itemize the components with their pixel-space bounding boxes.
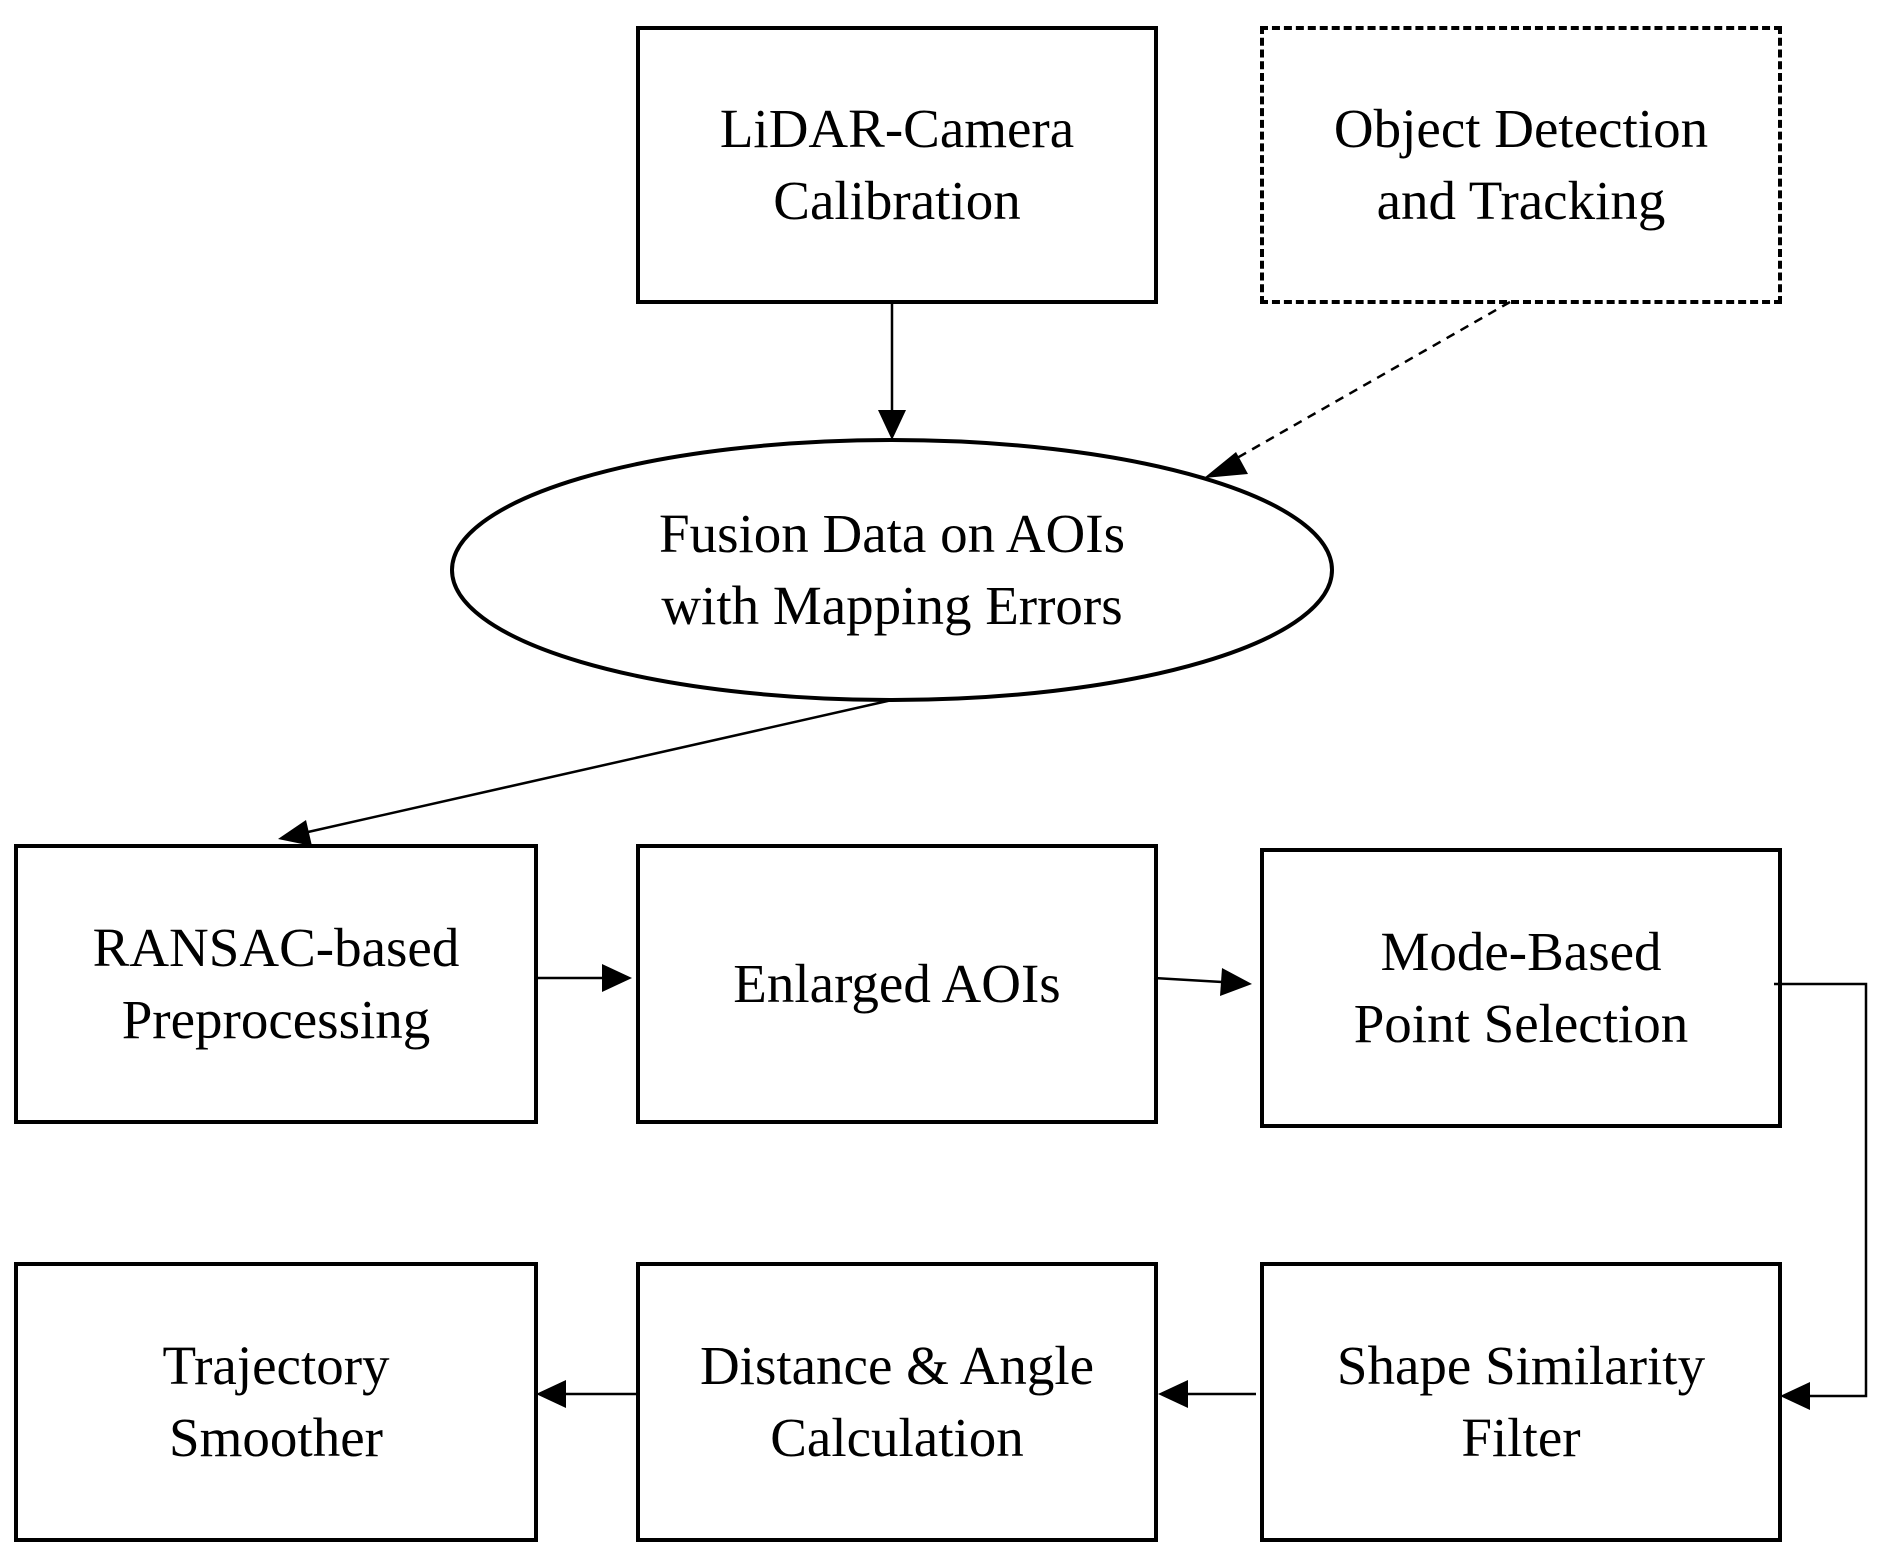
node-enlarged-line1: Enlarged AOIs — [733, 953, 1061, 1014]
arrow-mode-to-shape — [1774, 982, 1868, 1398]
node-calibration-line2: Calibration — [773, 170, 1021, 231]
node-mode-line2: Point Selection — [1353, 993, 1689, 1054]
arrowhead-ransac-to-enlarged — [602, 964, 632, 992]
arrowhead-calibration-to-fusion — [878, 410, 906, 440]
arrow-fusion-to-ransac — [307, 698, 893, 834]
node-calibration-line1: LiDAR-Camera — [719, 98, 1075, 159]
node-detection-line2: and Tracking — [1376, 170, 1666, 231]
node-ransac-preprocessing: RANSAC-based Preprocessing — [14, 844, 538, 1124]
node-shape-line2: Filter — [1461, 1407, 1581, 1468]
node-trajectory-line1: Trajectory — [162, 1335, 390, 1396]
node-distance-line1: Distance & Angle — [699, 1335, 1095, 1396]
node-trajectory-smoother: Trajectory Smoother — [14, 1262, 538, 1542]
arrowhead-enlarged-to-mode — [1220, 968, 1252, 996]
arrowhead-shape-to-distance — [1158, 1380, 1188, 1408]
arrowhead-mode-to-shape — [1780, 1382, 1810, 1410]
node-fusion-line1: Fusion Data on AOIs — [659, 503, 1125, 564]
arrow-enlarged-to-mode — [1153, 976, 1223, 984]
node-detection-line1: Object Detection — [1333, 98, 1709, 159]
node-enlarged-aois: Enlarged AOIs — [636, 844, 1158, 1124]
node-ransac-line2: Preprocessing — [121, 989, 431, 1050]
node-distance-angle-calculation: Distance & Angle Calculation — [636, 1262, 1158, 1542]
node-lidar-camera-calibration: LiDAR-Camera Calibration — [636, 26, 1158, 304]
node-mode-line1: Mode-Based — [1380, 921, 1662, 982]
node-fusion-data: Fusion Data on AOIs with Mapping Errors — [452, 440, 1332, 700]
node-shape-similarity-filter: Shape Similarity Filter — [1260, 1262, 1782, 1542]
arrowhead-fusion-to-ransac — [278, 820, 312, 846]
node-shape-line1: Shape Similarity — [1336, 1335, 1706, 1396]
arrowhead-detection-to-fusion — [1204, 452, 1248, 478]
node-trajectory-line2: Smoother — [169, 1407, 383, 1468]
node-mode-based-point-selection: Mode-Based Point Selection — [1260, 848, 1782, 1128]
node-fusion-line2: with Mapping Errors — [661, 575, 1123, 636]
arrowhead-distance-to-trajectory — [536, 1380, 566, 1408]
node-ransac-line1: RANSAC-based — [92, 917, 460, 978]
node-distance-line2: Calculation — [770, 1407, 1024, 1468]
node-object-detection-tracking: Object Detection and Tracking — [1260, 26, 1782, 304]
arrow-detection-to-fusion — [1229, 300, 1511, 464]
